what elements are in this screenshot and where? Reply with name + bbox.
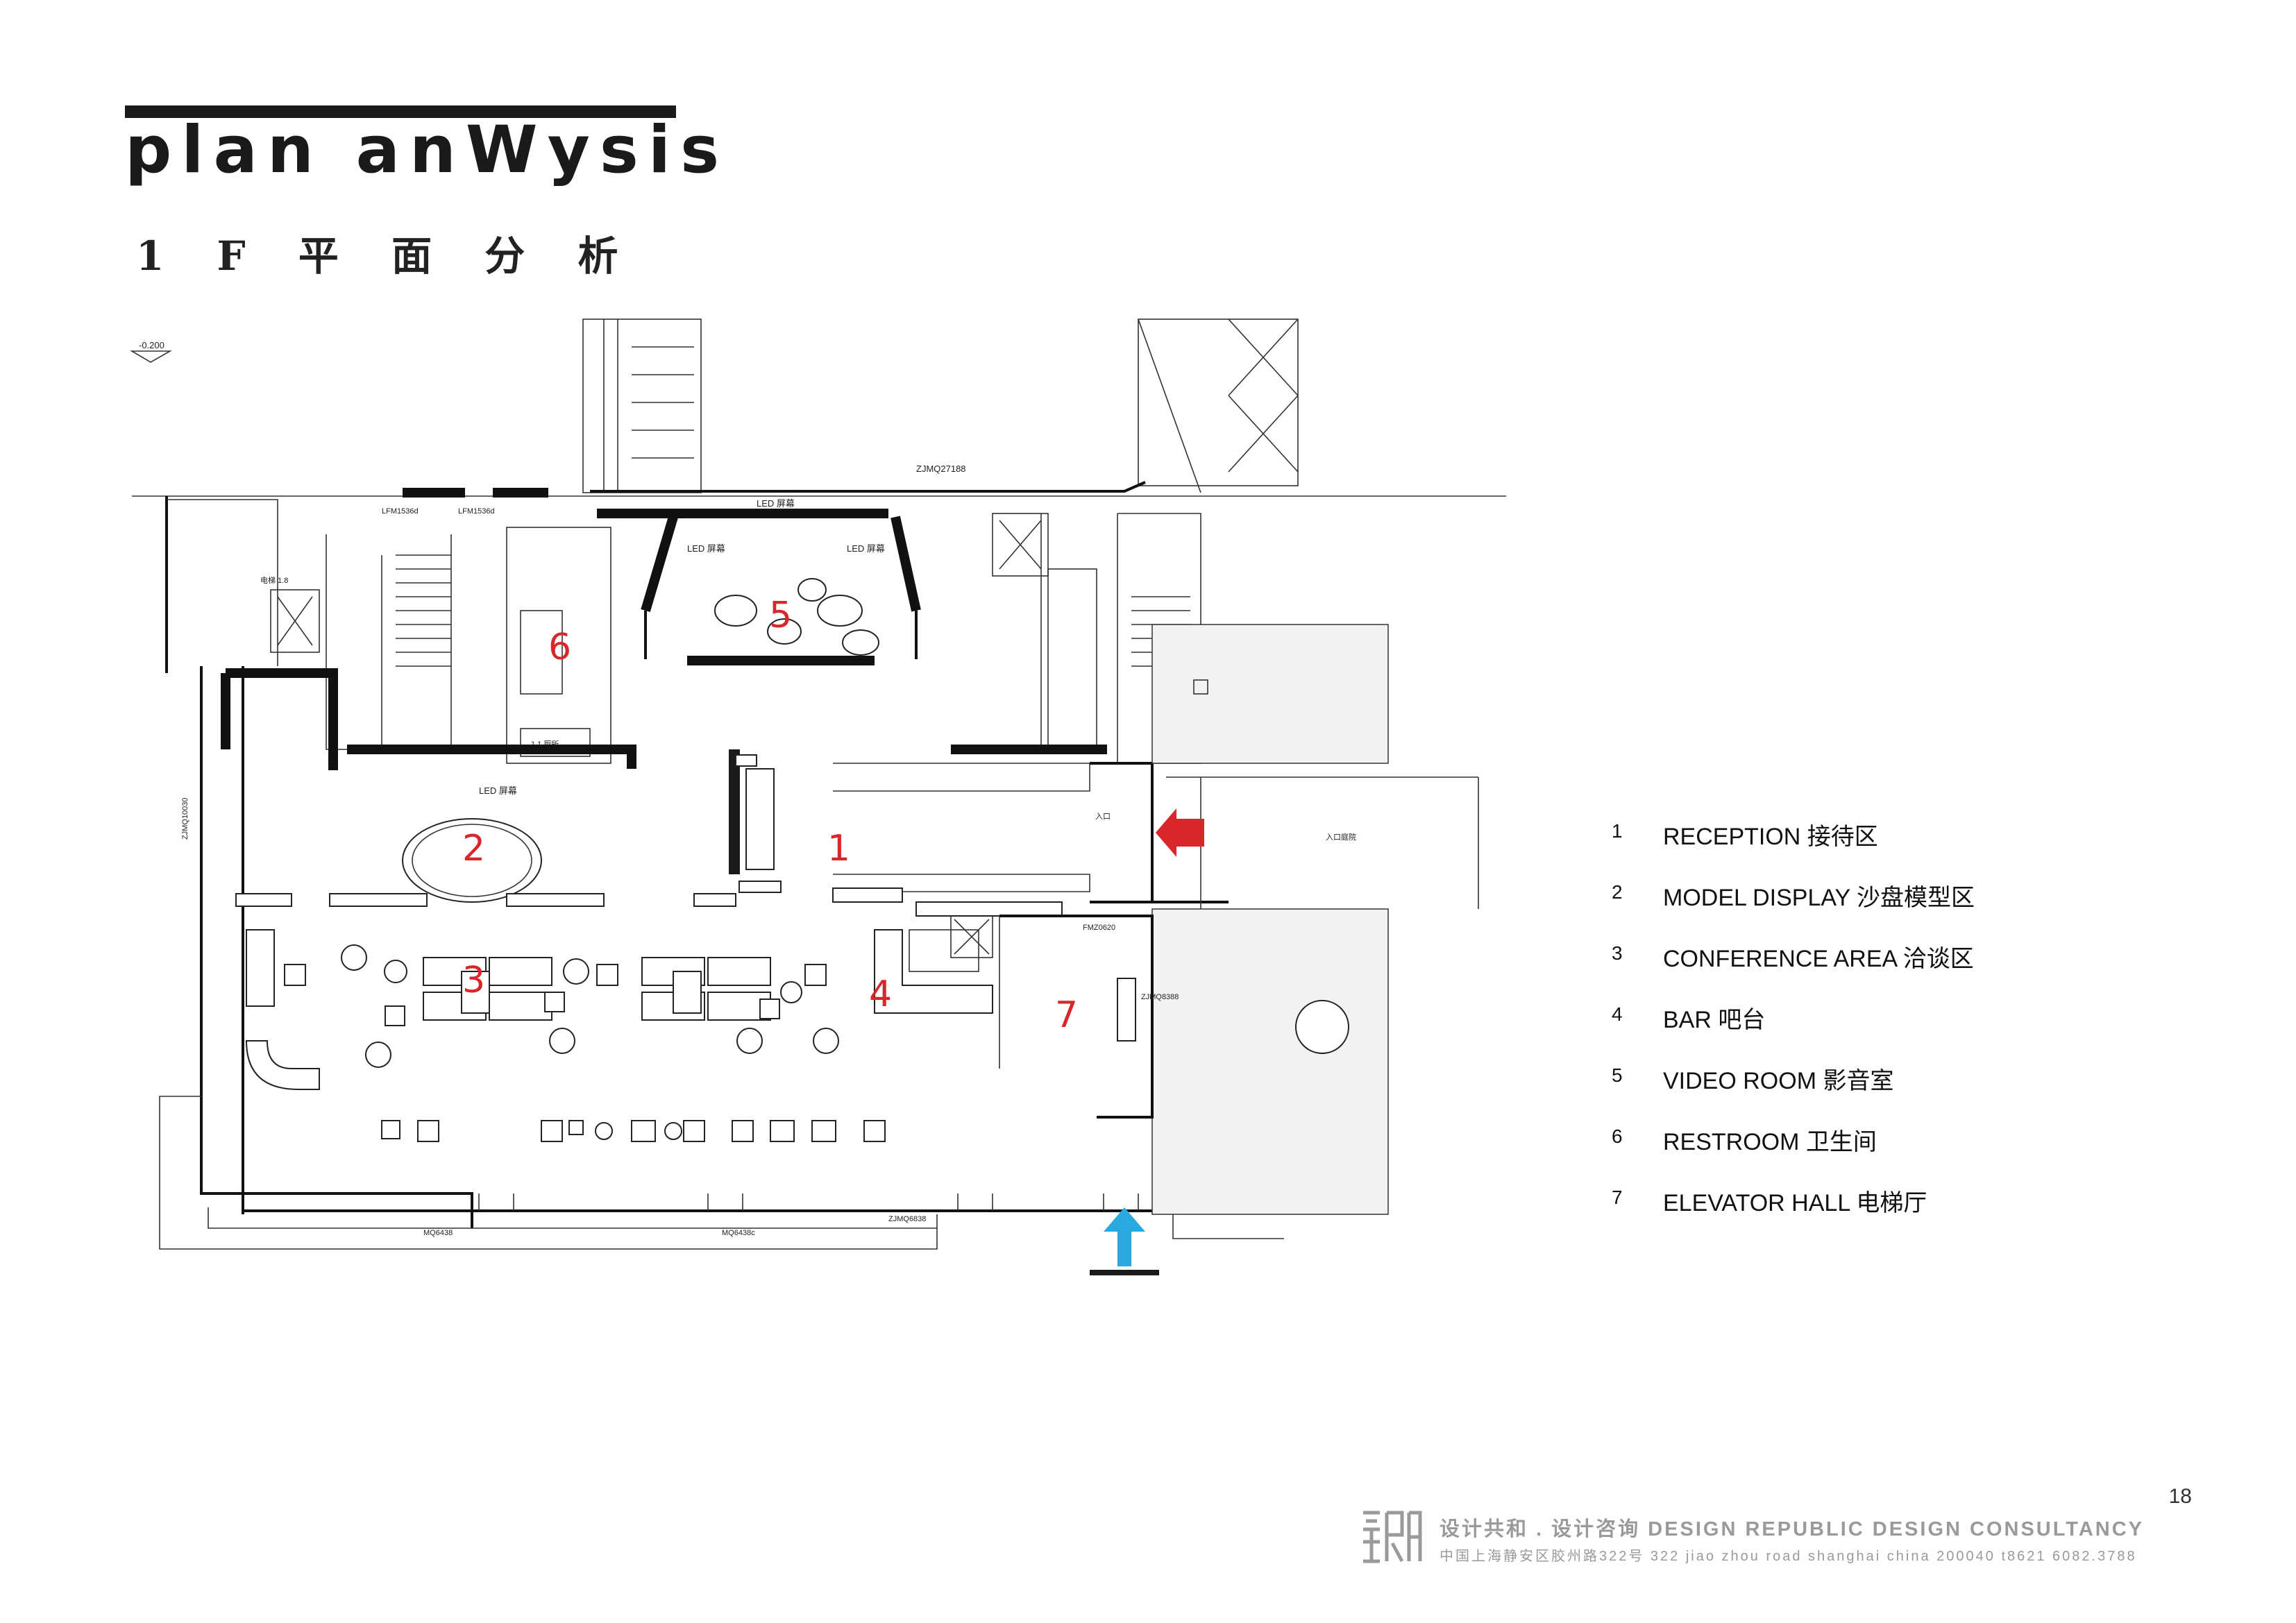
bottom-doors: MQ6438 MQ6438c ZJMQ6838 ZJMQ10030 <box>181 797 1139 1237</box>
led-screen-label-3: LED 屏幕 <box>847 543 885 554</box>
top-wall-label: ZJMQ27188 <box>916 464 966 474</box>
door-top-label-1: LFM1536d <box>382 507 419 516</box>
elevator-label: 电梯 1.8 <box>260 576 288 585</box>
legend-number: 1 <box>1612 820 1623 842</box>
zone-numbers: 1 2 3 4 5 6 7 <box>462 595 1078 1036</box>
company-address: 中国上海静安区胶州路322号 322 jiao zhou road shangh… <box>1440 1549 2137 1564</box>
legend-label: RECEPTION 接待区 <box>1663 824 1878 850</box>
entrance-arrows <box>1090 808 1204 1275</box>
bottom-furniture-row <box>381 1120 886 1142</box>
model-display <box>402 818 542 903</box>
legend-label: CONFERENCE AREA 洽谈区 <box>1663 946 1974 972</box>
door-label-3: ZJMQ6838 <box>888 1215 926 1223</box>
zone-number-2: 2 <box>462 828 485 869</box>
bar-area <box>874 901 1063 1014</box>
door-label-2: MQ6438c <box>722 1229 755 1237</box>
wall-left-label: ZJMQ10030 <box>181 797 189 840</box>
legend-number: 6 <box>1612 1125 1623 1147</box>
floor-plan: -0.200 LED 屏幕 LED <box>130 318 1506 1275</box>
courtyards <box>1151 624 1389 1215</box>
zone-number-4: 4 <box>869 974 892 1015</box>
level-mark: -0.200 <box>130 340 173 363</box>
page-title: plan anWysis <box>125 112 729 188</box>
legend-number: 5 <box>1612 1064 1623 1086</box>
legend-label: MODEL DISPLAY 沙盘模型区 <box>1663 885 1975 911</box>
side-entrance-arrow <box>1104 1207 1145 1266</box>
zone-number-6: 6 <box>548 627 571 668</box>
legend-number: 2 <box>1612 881 1623 903</box>
legend-label: VIDEO ROOM 影音室 <box>1663 1068 1894 1094</box>
legend-label: ELEVATOR HALL 电梯厅 <box>1663 1190 1927 1216</box>
door-label-1: MQ6438 <box>423 1229 453 1237</box>
legend-label: RESTROOM 卫生间 <box>1663 1129 1877 1155</box>
service-core-left: 电梯 1.8 1 1 厕所 LED 屏幕 LFM1536d LFM1536d <box>221 488 636 796</box>
led-screen-label-1: LED 屏幕 <box>757 498 795 509</box>
zone-number-3: 3 <box>462 960 485 1001</box>
zone-number-1: 1 <box>827 828 850 869</box>
conference-area <box>245 929 839 1090</box>
page-subtitle: 1 F 平 面 分 析 <box>136 232 638 280</box>
page-number: 18 <box>2168 1485 2192 1508</box>
main-entrance-arrow <box>1156 808 1204 857</box>
zone-number-7: 7 <box>1055 994 1078 1036</box>
door-top-label-2: LFM1536d <box>458 507 495 516</box>
wall-right-label: ZJMQ8388 <box>1141 993 1179 1001</box>
level-mark-label: -0.200 <box>139 340 164 350</box>
led-bottom-label: LED 屏幕 <box>479 785 517 796</box>
title-rule <box>125 105 676 118</box>
legend-number: 4 <box>1612 1003 1623 1025</box>
door-label-4: FMZ0620 <box>1083 924 1115 932</box>
reception <box>729 749 782 893</box>
feature-walls <box>235 887 903 907</box>
legend-number: 3 <box>1612 942 1623 964</box>
legend-label: BAR 吧台 <box>1663 1007 1766 1033</box>
led-screen-label-2: LED 屏幕 <box>687 543 725 554</box>
elevator-hall: FMZ0620 ZJMQ8388 <box>999 915 1179 1119</box>
company-name: 设计共和 . 设计咨询 DESIGN REPUBLIC DESIGN CONSU… <box>1440 1518 2145 1540</box>
entry-corridor: 入口 入口庭院 <box>833 762 1479 909</box>
zone-number-5: 5 <box>769 595 792 636</box>
legend-number: 7 <box>1612 1187 1623 1208</box>
company-logo <box>1363 1511 1422 1563</box>
top-structures <box>582 318 1299 493</box>
video-room-walls: LED 屏幕 LED 屏幕 LED 屏幕 ZJMQ27188 <box>597 464 966 665</box>
entrance-right-label: 入口庭院 <box>1326 832 1356 842</box>
entrance-label: 入口 <box>1095 813 1111 821</box>
